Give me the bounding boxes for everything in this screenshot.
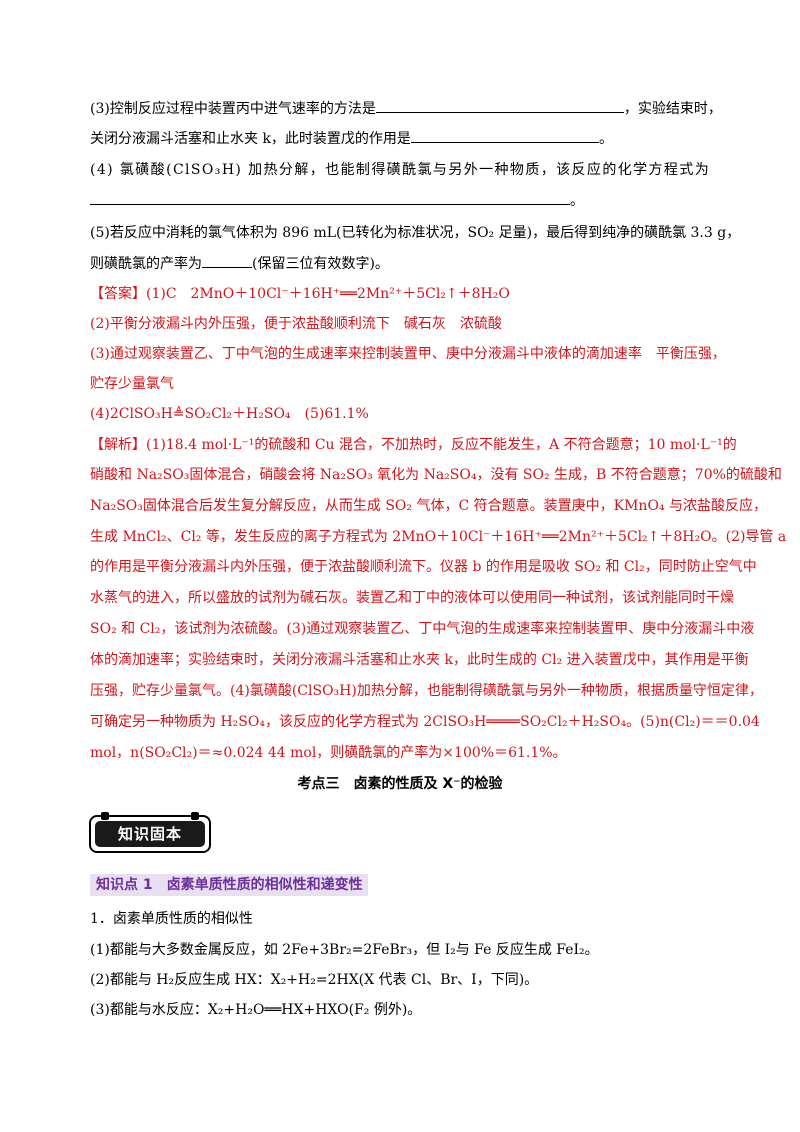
q4-line-1: (4) 氯磺酸(ClSO₃H) 加热分解，也能制得磺酰氯与另外一种物质，该反应的… [90,162,711,178]
analysis-line-4: 生成 MnCl₂、Cl₂ 等，发生反应的离子方程式为 2MnO＋10Cl⁻＋16… [90,529,787,545]
q4-end: 。 [570,193,584,209]
answer-line-5: (4)2ClSO₃H≜SO₂Cl₂＋H₂SO₄ (5)61.1% [90,406,369,422]
analysis-label: 【解析】 [90,437,146,453]
body-para-1: (1)都能与大多数金属反应，如 2Fe+3Br₂=2FeBr₃，但 I₂与 Fe… [90,942,599,958]
badge-corner-left [101,812,109,820]
knowledge-point-heading: 知识点 1 卤素单质性质的相似性和递变性 [90,874,368,896]
analysis-line-2: 硝酸和 Na₂SO₃固体混合，硝酸会将 Na₂SO₃ 氧化为 Na₂SO₄，没有… [90,467,782,483]
q3-text-a: (3)控制反应过程中装置丙中进气速率的方法是 [90,101,376,117]
analysis-line-1: 【解析】(1)18.4 mol·L⁻¹的硫酸和 Cu 混合，不加热时，反应不能发… [90,435,737,455]
analysis-line-11: mol，n(SO₂Cl₂)＝≈0.024 44 mol，则磺酰氯的产率为×100… [90,745,567,761]
q3-text-d: 。 [598,131,613,147]
body-para-2: (2)都能与 H₂反应生成 HX：X₂+H₂=2HX(X 代表 Cl、Br、I，… [90,972,539,988]
answer-line-2: (2)平衡分液漏斗内外压强，便于浓盐酸顺利流下 碱石灰 浓硫酸 [90,316,502,332]
analysis-line-10: 可确定另一种物质为 H₂SO₄，该反应的化学方程式为 2ClSO₃H════SO… [90,714,760,730]
analysis-line-8: 体的滴加速率；实验结束时，关闭分液漏斗活塞和止水夹 k，此时生成的 Cl₂ 进入… [90,652,749,668]
q5-text-a: 则磺酰氯的产率为 [90,256,202,272]
answer-label: 【答案】 [90,286,146,302]
section-title: 考点三 卤素的性质及 X⁻的检验 [297,776,503,792]
knowledge-badge: 知识固本 [89,812,211,853]
q4-blank [90,190,570,205]
analysis-line-6: 水蒸气的进入，所以盛放的试剂为碱石灰。装置乙和丁中的液体可以使用同一种试剂，该试… [90,590,734,606]
body-para-3: (3)都能与水反应：X₂+H₂O══HX+HXO(F₂ 例外)。 [90,1002,422,1018]
q3-line-1: (3)控制反应过程中装置丙中进气速率的方法是 ，实验结束时， [90,98,722,119]
analysis-text-1: (1)18.4 mol·L⁻¹的硫酸和 Cu 混合，不加热时，反应不能发生，A … [146,437,737,453]
badge-corner-right [191,812,199,820]
q5-text-b: (保留三位有效数字)。 [252,256,389,272]
q3-line-2: 关闭分液漏斗活塞和止水夹 k，此时装置戊的作用是 。 [90,128,613,149]
answer-line-3: (3)通过观察装置乙、丁中气泡的生成速率来控制装置甲、庚中分液漏斗中液体的滴加速… [90,346,726,362]
q3-text-c: 关闭分液漏斗活塞和止水夹 k，此时装置戊的作用是 [90,131,411,147]
answer-line-1: 【答案】(1)C 2MnO＋10Cl⁻＋16H⁺══2Mn²⁺＋5Cl₂↑＋8H… [90,284,510,304]
badge-label: 知识固本 [95,821,205,847]
analysis-line-3: Na₂SO₃固体混合后发生复分解反应，从而生成 SO₂ 气体，C 符合题意。装置… [90,498,767,514]
analysis-line-5: 的作用是平衡分液漏斗内外压强，便于浓盐酸顺利流下。仪器 b 的作用是吸收 SO₂… [90,559,757,575]
q5-blank [202,253,252,268]
q3-blank-1 [375,98,624,113]
q3-text-b: ，实验结束时， [623,101,722,117]
q5-line-1: (5)若反应中消耗的氯气体积为 896 mL(已转化为标准状况，SO₂ 足量)，… [90,225,741,241]
body-heading-1: 1．卤素单质性质的相似性 [90,911,253,927]
answer-line-4: 贮存少量氯气 [90,376,174,392]
q3-blank-2 [410,128,599,143]
answer-text-1: (1)C 2MnO＋10Cl⁻＋16H⁺══2Mn²⁺＋5Cl₂↑＋8H₂O [146,286,510,302]
q4-line-2: 。 [90,190,584,211]
q5-line-2: 则磺酰氯的产率为 (保留三位有效数字)。 [90,253,389,274]
analysis-line-9: 压强，贮存少量氯气。(4)氯磺酸(ClSO₃H)加热分解，也能制得磺酰氯与另外一… [90,683,763,699]
analysis-line-7: SO₂ 和 Cl₂，该试剂为浓硫酸。(3)通过观察装置乙、丁中气泡的生成速率来控… [90,621,755,637]
